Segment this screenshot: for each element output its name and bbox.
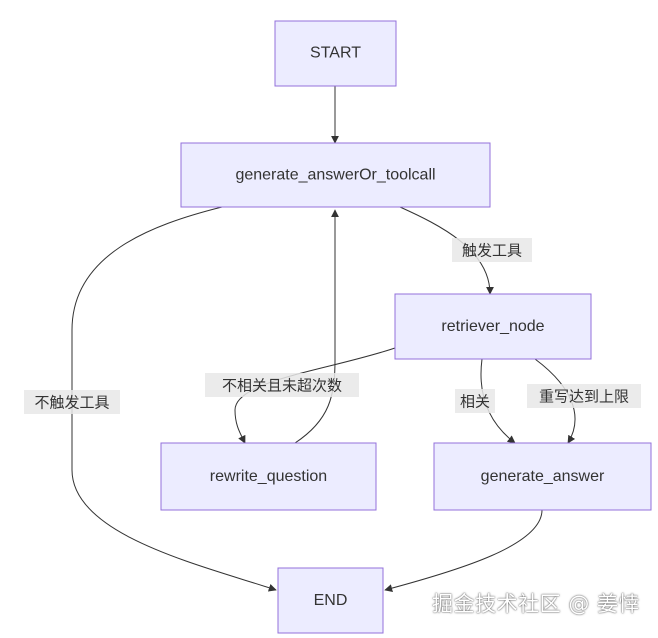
edge-generate-answer-to-end	[384, 509, 543, 593]
edge-label-rewrite-limit: 重写达到上限	[527, 384, 641, 408]
node-generate-answeror-toolcall-label: generate_answerOr_toolcall	[235, 167, 435, 184]
edge-rewrite-to-generate	[294, 209, 339, 444]
node-start-label: START	[310, 45, 361, 62]
node-rewrite-question-label: rewrite_question	[210, 468, 327, 485]
node-generate-answer-label: generate_answer	[481, 468, 605, 485]
watermark: 掘金技术社区 @ 姜悻	[432, 592, 640, 616]
edge-label-not-relevant: 不相关且未超次数	[205, 373, 359, 397]
edge-label-no-trigger-tool: 不触发工具	[24, 390, 120, 414]
edge-label-trigger-tool-text: 触发工具	[462, 242, 522, 260]
edge-label-trigger-tool: 触发工具	[452, 238, 532, 262]
node-end-label: END	[314, 592, 348, 609]
node-generate-answer: generate_answer	[433, 442, 652, 511]
edge-label-rewrite-limit-text: 重写达到上限	[539, 388, 629, 406]
edge-label-no-trigger-tool-text: 不触发工具	[34, 394, 109, 412]
node-rewrite-question: rewrite_question	[160, 442, 377, 511]
edge-generate-to-end	[71, 206, 277, 592]
edge-label-not-relevant-text: 不相关且未超次数	[222, 377, 342, 395]
node-end: END	[277, 567, 384, 634]
node-retriever: retriever_node	[394, 293, 592, 360]
edge-label-relevant-text: 相关	[460, 393, 490, 411]
node-generate-answeror-toolcall: generate_answerOr_toolcall	[180, 142, 491, 208]
node-retriever-label: retriever_node	[441, 318, 544, 335]
edge-retriever-to-rewrite	[234, 347, 396, 444]
edge-label-relevant: 相关	[455, 389, 495, 413]
node-start: START	[274, 20, 397, 87]
